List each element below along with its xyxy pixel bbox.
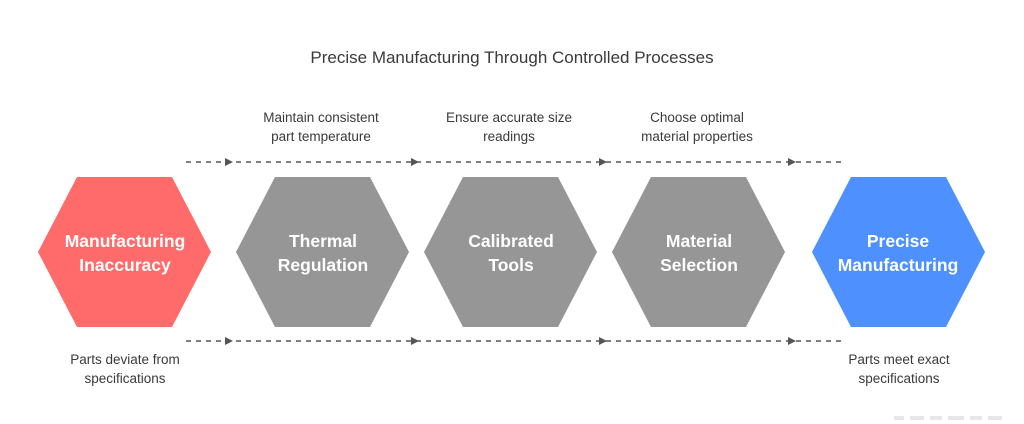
node-label-material-selection: Material Selection: [614, 229, 784, 277]
hexagon-thermal-regulation: [236, 177, 409, 327]
bottom-arrowhead-1: [225, 337, 233, 345]
bottom-note-end-line-2: specifications: [858, 371, 940, 386]
node-label-material-selection-line-1: Material: [665, 231, 733, 251]
bottom-note-end: Parts meet exact specifications: [809, 350, 989, 388]
bottom-arrowhead-4: [788, 337, 796, 345]
bottom-arrowhead-2: [411, 337, 419, 345]
top-note-thermal-line-2: part temperature: [271, 129, 371, 144]
node-label-precise-manufacturing-line-1: Precise: [866, 231, 930, 251]
bottom-note-start-line-2: specifications: [84, 371, 166, 386]
node-label-thermal-regulation-line-1: Thermal: [288, 231, 358, 251]
hexagon-manufacturing-inaccuracy: [38, 177, 211, 327]
bottom-note-end-line-1: Parts meet exact: [848, 352, 950, 367]
node-label-material-selection-line-2: Selection: [660, 255, 738, 275]
bottom-note-start-line-1: Parts deviate from: [70, 352, 180, 367]
top-note-material-line-2: material properties: [641, 129, 753, 144]
top-note-material-line-1: Choose optimal: [650, 110, 744, 125]
top-arrowhead-2: [411, 158, 419, 166]
top-note-material: Choose optimal material properties: [607, 108, 787, 146]
node-label-manufacturing-inaccuracy-line-2: Inaccuracy: [79, 255, 171, 275]
node-label-thermal-regulation: Thermal Regulation: [238, 229, 408, 277]
top-note-calibrated-line-2: readings: [483, 129, 535, 144]
node-label-calibrated-tools: Calibrated Tools: [426, 229, 596, 277]
diagram-title: Precise Manufacturing Through Controlled…: [310, 48, 714, 67]
node-label-precise-manufacturing: Precise Manufacturing: [813, 229, 983, 277]
node-label-manufacturing-inaccuracy-line-1: Manufacturing: [64, 231, 186, 251]
hexagon-material-selection: [612, 177, 785, 327]
top-arrowhead-1: [225, 158, 233, 166]
node-label-precise-manufacturing-line-2: Manufacturing: [837, 255, 959, 275]
top-note-calibrated-line-1: Ensure accurate size: [445, 110, 573, 125]
node-label-thermal-regulation-line-2: Regulation: [277, 255, 369, 275]
top-arrowhead-4: [788, 158, 796, 166]
node-label-calibrated-tools-line-2: Tools: [488, 255, 534, 275]
node-label-calibrated-tools-line-1: Calibrated: [468, 231, 554, 251]
bottom-note-start: Parts deviate from specifications: [35, 350, 215, 388]
top-note-thermal-line-1: Maintain consistent: [263, 110, 379, 125]
hexagon-precise-manufacturing: [812, 177, 985, 327]
top-note-thermal: Maintain consistent part temperature: [231, 108, 411, 146]
top-arrowhead-3: [599, 158, 607, 166]
hexagon-calibrated-tools: [424, 177, 597, 327]
bottom-arrowhead-3: [599, 337, 607, 345]
top-note-calibrated: Ensure accurate size readings: [419, 108, 599, 146]
node-label-manufacturing-inaccuracy: Manufacturing Inaccuracy: [40, 229, 210, 277]
watermark-logo: [894, 416, 1002, 420]
